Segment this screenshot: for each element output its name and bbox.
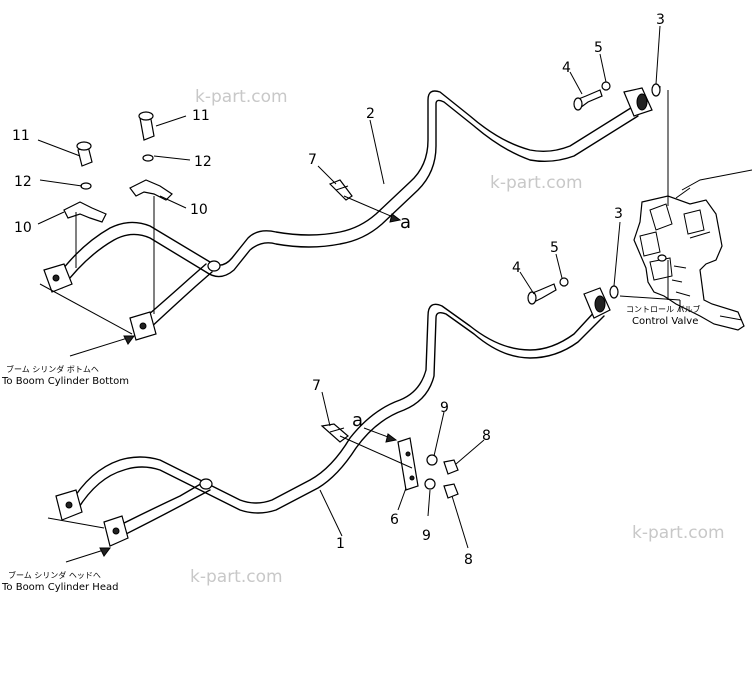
label-a-bottom: a <box>352 410 363 431</box>
flange-boom-head <box>55 489 129 547</box>
watermark-2: k-part.com <box>490 173 583 193</box>
arrows <box>99 213 402 557</box>
callout-3-top: 3 <box>656 12 665 28</box>
boom-bottom-caption: To Boom Cylinder Bottom <box>1 376 129 387</box>
bolt-upper-icon <box>573 81 611 111</box>
callout-6: 6 <box>390 512 399 528</box>
callout-11-left: 11 <box>12 128 30 144</box>
callout-5-top: 5 <box>594 40 603 56</box>
bolt-mid-icon <box>527 277 569 305</box>
callout-8-upper: 8 <box>482 428 491 444</box>
watermark-3: k-part.com <box>632 523 725 543</box>
u-clamp-upper-icon <box>328 179 353 201</box>
control-valve-icon <box>633 169 752 331</box>
callout-4-mid: 4 <box>512 260 521 276</box>
o-ring-icon <box>609 285 619 299</box>
boom-head-caption: To Boom Cylinder Head <box>1 582 118 593</box>
callout-9-lower: 9 <box>422 528 431 544</box>
boom-bottom-caption-jp: ブーム シリンダ ボトムヘ <box>6 364 99 374</box>
callout-4-top: 4 <box>562 60 571 76</box>
o-ring-icon <box>651 83 661 97</box>
callout-3-mid: 3 <box>614 206 623 222</box>
callout-9-upper: 9 <box>440 400 449 416</box>
watermark-4: k-part.com <box>190 567 283 587</box>
callout-10-right: 10 <box>190 202 208 218</box>
callout-1: 1 <box>336 536 345 552</box>
callout-2: 2 <box>366 106 375 122</box>
callout-7-bottom: 7 <box>312 378 321 394</box>
callout-8-lower: 8 <box>464 552 473 568</box>
watermark-1: k-part.com <box>195 87 288 107</box>
label-a-top: a <box>400 212 411 233</box>
control-valve-caption: Control Valve <box>632 316 698 327</box>
callout-10-left: 10 <box>14 220 32 236</box>
u-clamp-lower-icon <box>320 423 349 443</box>
mid-flange <box>583 285 619 319</box>
captions: ブーム シリンダ ボトムヘ To Boom Cylinder Bottom ブー… <box>1 304 701 593</box>
callout-12-right: 12 <box>194 154 212 170</box>
callout-7-top: 7 <box>308 152 317 168</box>
clamp-right-icon <box>129 111 173 201</box>
callout-12-left: 12 <box>14 174 32 190</box>
leader-lines <box>37 25 681 563</box>
flange-boom-bottom <box>43 263 157 341</box>
callout-11: 11 <box>192 108 210 124</box>
boom-head-caption-jp: ブーム シリンダ ヘッドへ <box>8 570 101 580</box>
upper-flange <box>623 83 661 117</box>
pipe-1 <box>69 303 605 539</box>
callout-5-mid: 5 <box>550 240 559 256</box>
pipe-2 <box>55 90 639 331</box>
control-valve-caption-jp: コントロール バルブ <box>626 304 701 314</box>
watermarks: k-part.com k-part.com k-part.com k-part.… <box>190 87 725 587</box>
bracket-6-icon <box>397 437 459 499</box>
callouts: 11 12 10 11 12 10 2 7 a 4 5 3 3 5 4 7 a … <box>12 12 665 568</box>
clamp-left-icon <box>63 141 107 223</box>
